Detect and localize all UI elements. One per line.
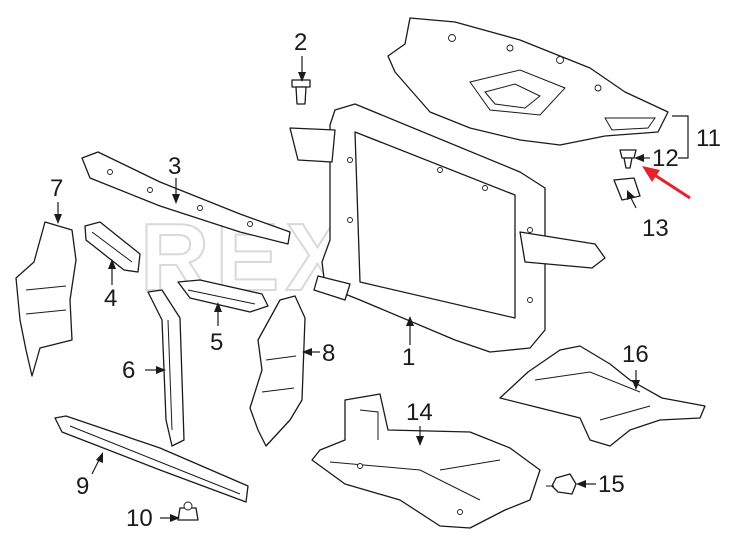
part-15-screw bbox=[546, 473, 577, 495]
callout-5: 5 bbox=[210, 329, 223, 356]
part-14-under-cover bbox=[311, 393, 541, 529]
highlight-arrow bbox=[642, 166, 691, 200]
callout-11: 11 bbox=[696, 125, 721, 152]
callout-2: 2 bbox=[294, 29, 307, 56]
callout-labels: 1 2 3 4 5 6 7 8 9 10 11 12 13 14 15 16 bbox=[50, 29, 721, 532]
part-6-vertical-seal bbox=[147, 289, 185, 447]
callout-14: 14 bbox=[406, 399, 433, 426]
callout-1: 1 bbox=[402, 344, 415, 371]
callout-9: 9 bbox=[76, 473, 89, 500]
callout-16: 16 bbox=[622, 341, 649, 368]
part-7-air-guide bbox=[15, 221, 77, 377]
part-8-air-guide bbox=[249, 295, 306, 447]
part-3-support-bar bbox=[81, 151, 291, 245]
callout-10: 10 bbox=[126, 505, 153, 532]
part-2-bolt bbox=[291, 79, 311, 105]
leader-lines bbox=[54, 56, 689, 522]
callout-4: 4 bbox=[104, 285, 117, 312]
part-10-clip bbox=[177, 501, 199, 521]
callout-13: 13 bbox=[642, 215, 669, 242]
part-13-nut bbox=[613, 177, 641, 201]
callout-3: 3 bbox=[168, 153, 181, 180]
part-1-core-support bbox=[289, 103, 606, 353]
callout-15: 15 bbox=[598, 471, 625, 498]
part-5-seal bbox=[177, 279, 269, 313]
part-4-seal bbox=[84, 221, 141, 273]
part-12-clip bbox=[619, 149, 637, 169]
callout-12: 12 bbox=[652, 145, 679, 172]
callout-8: 8 bbox=[322, 340, 335, 367]
part-16-under-cover bbox=[499, 345, 706, 447]
callout-6: 6 bbox=[122, 357, 135, 384]
callout-7: 7 bbox=[50, 175, 63, 202]
part-9-lower-bar bbox=[54, 415, 249, 503]
part-11-upper-cover bbox=[387, 17, 669, 146]
